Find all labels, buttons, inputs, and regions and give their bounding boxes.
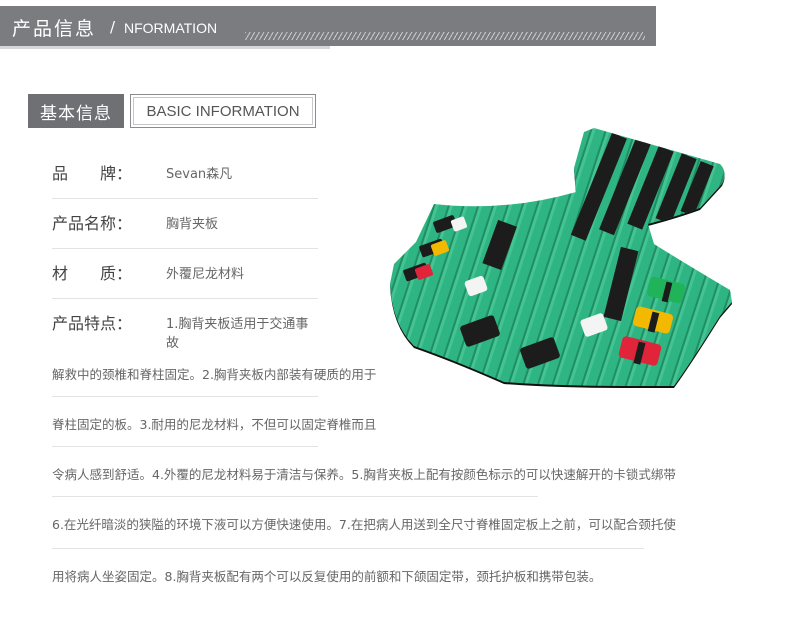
left-buckles	[403, 215, 468, 282]
spec-value: 1.胸背夹板适用于交通事故	[166, 317, 309, 351]
section-title-en-text: BASIC INFORMATION	[146, 102, 300, 120]
banner-hatch-decoration	[245, 32, 645, 40]
banner-slash: /	[110, 18, 116, 36]
strap-slot	[482, 219, 517, 270]
description-line: 6.在光纤暗淡的狭隘的环境下液可以方便快速使用。7.在把病人用送到全尺寸脊椎固定…	[52, 517, 676, 532]
description-line: 用将病人坐姿固定。8.胸背夹板配有两个可以反复使用的前额和下颌固定带，颈托护板和…	[52, 569, 602, 584]
header-banner: 产品信息 / NFORMATION	[0, 6, 656, 46]
banner-subtitle: NFORMATION	[124, 20, 218, 36]
spec-row-material: 材 质： 外覆尼龙材料	[52, 248, 318, 299]
spec-value: Sevan森凡	[166, 167, 233, 182]
right-buckles	[618, 276, 686, 366]
spec-row-features: 产品特点： 1.胸背夹板适用于交通事故	[52, 298, 318, 351]
black-buckle	[460, 315, 500, 347]
description-line: 脊柱固定的板。3.耐用的尼龙材料，不但可以固定脊椎而且	[52, 417, 377, 432]
description-line: 令病人感到舒适。4.外覆的尼龙材料易于清洁与保养。5.胸背夹板上配有按颜色标示的…	[52, 467, 676, 482]
strap-slot	[603, 246, 639, 322]
section-title-en: BASIC INFORMATION	[130, 94, 316, 128]
spec-row-product-name: 产品名称： 胸背夹板	[52, 198, 318, 249]
divider	[52, 446, 318, 447]
white-buckle	[464, 275, 488, 297]
spec-label: 产品特点：	[52, 314, 133, 333]
spec-value: 外覆尼龙材料	[166, 267, 245, 282]
spec-label: 产品名称：	[52, 214, 133, 233]
divider	[52, 396, 318, 397]
head-straps	[570, 132, 714, 241]
banner-underline	[0, 46, 330, 49]
spec-label: 材 质：	[52, 264, 133, 283]
banner-title: 产品信息	[12, 18, 97, 40]
spec-row-brand: 品 牌： Sevan森凡	[52, 148, 318, 199]
divider	[52, 496, 538, 497]
spec-value: 胸背夹板	[166, 217, 219, 232]
divider	[52, 548, 644, 549]
description-line: 解救中的颈椎和脊柱固定。2.胸背夹板内部装有硬质的用于	[52, 367, 377, 382]
black-buckle	[520, 337, 560, 369]
section-title-cn: 基本信息	[28, 94, 124, 128]
white-buckle	[580, 313, 608, 337]
product-image-spine-board	[390, 128, 732, 388]
spec-label: 品 牌：	[52, 164, 133, 183]
